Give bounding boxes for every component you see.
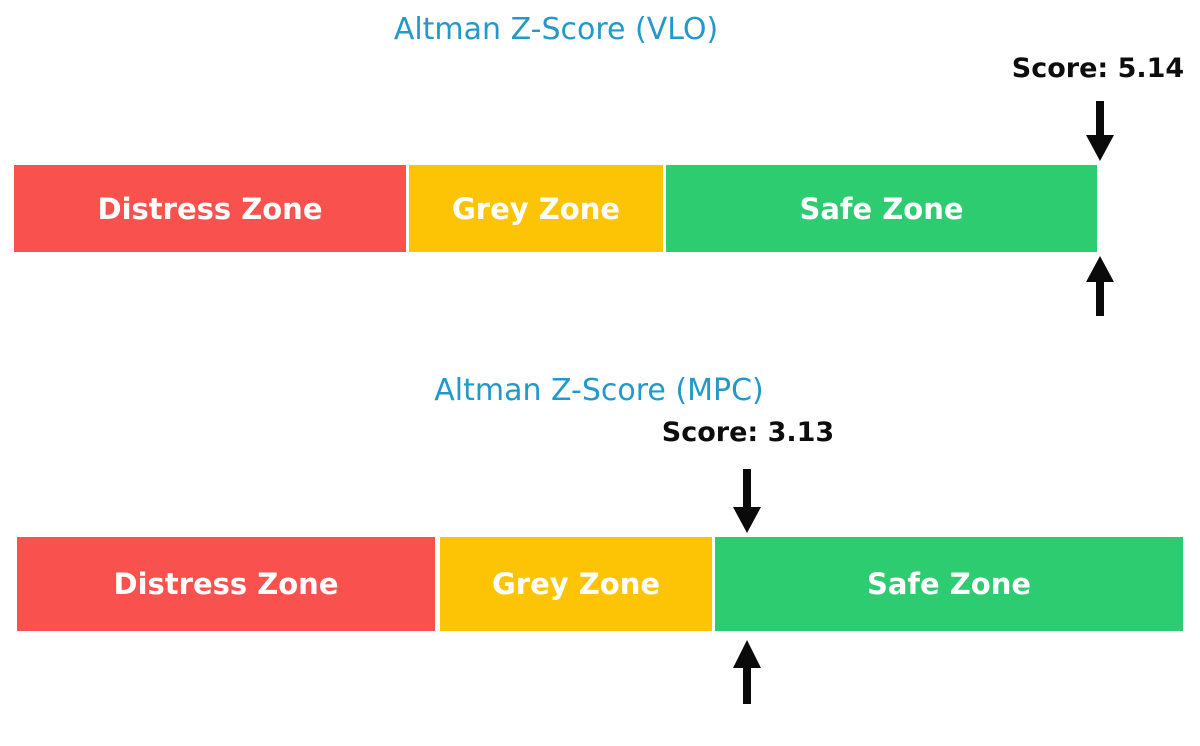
chart-title-mpc: Altman Z-Score (MPC) xyxy=(434,373,764,408)
zone-label-grey: Grey Zone xyxy=(491,567,661,601)
arrow-up-glyph xyxy=(1086,256,1114,316)
zone-segment-distress: Distress Zone xyxy=(14,165,406,252)
arrow-up-icon xyxy=(1086,256,1114,316)
score-label-mpc: Score: 3.13 xyxy=(661,417,835,448)
zone-label-distress: Distress Zone xyxy=(97,191,323,226)
zone-segment-distress: Distress Zone xyxy=(17,537,435,631)
chart-title-vlo: Altman Z-Score (VLO) xyxy=(393,12,719,47)
arrow-down-glyph xyxy=(733,469,761,533)
zone-label-distress: Distress Zone xyxy=(113,567,339,601)
zone-label-grey: Grey Zone xyxy=(451,191,621,226)
arrow-down-icon xyxy=(733,469,761,533)
zone-segment-grey: Grey Zone xyxy=(440,537,712,631)
zone-segment-grey: Grey Zone xyxy=(409,165,663,252)
zone-label-safe: Safe Zone xyxy=(866,567,1032,601)
arrow-up-icon xyxy=(733,640,761,704)
zone-label-safe: Safe Zone xyxy=(799,191,964,226)
score-label-vlo: Score: 5.14 xyxy=(1011,53,1185,84)
arrow-down-icon xyxy=(1086,101,1114,161)
arrow-up-glyph xyxy=(733,640,761,704)
zone-segment-safe: Safe Zone xyxy=(666,165,1097,252)
zone-segment-safe: Safe Zone xyxy=(715,537,1183,631)
arrow-down-glyph xyxy=(1086,101,1114,161)
